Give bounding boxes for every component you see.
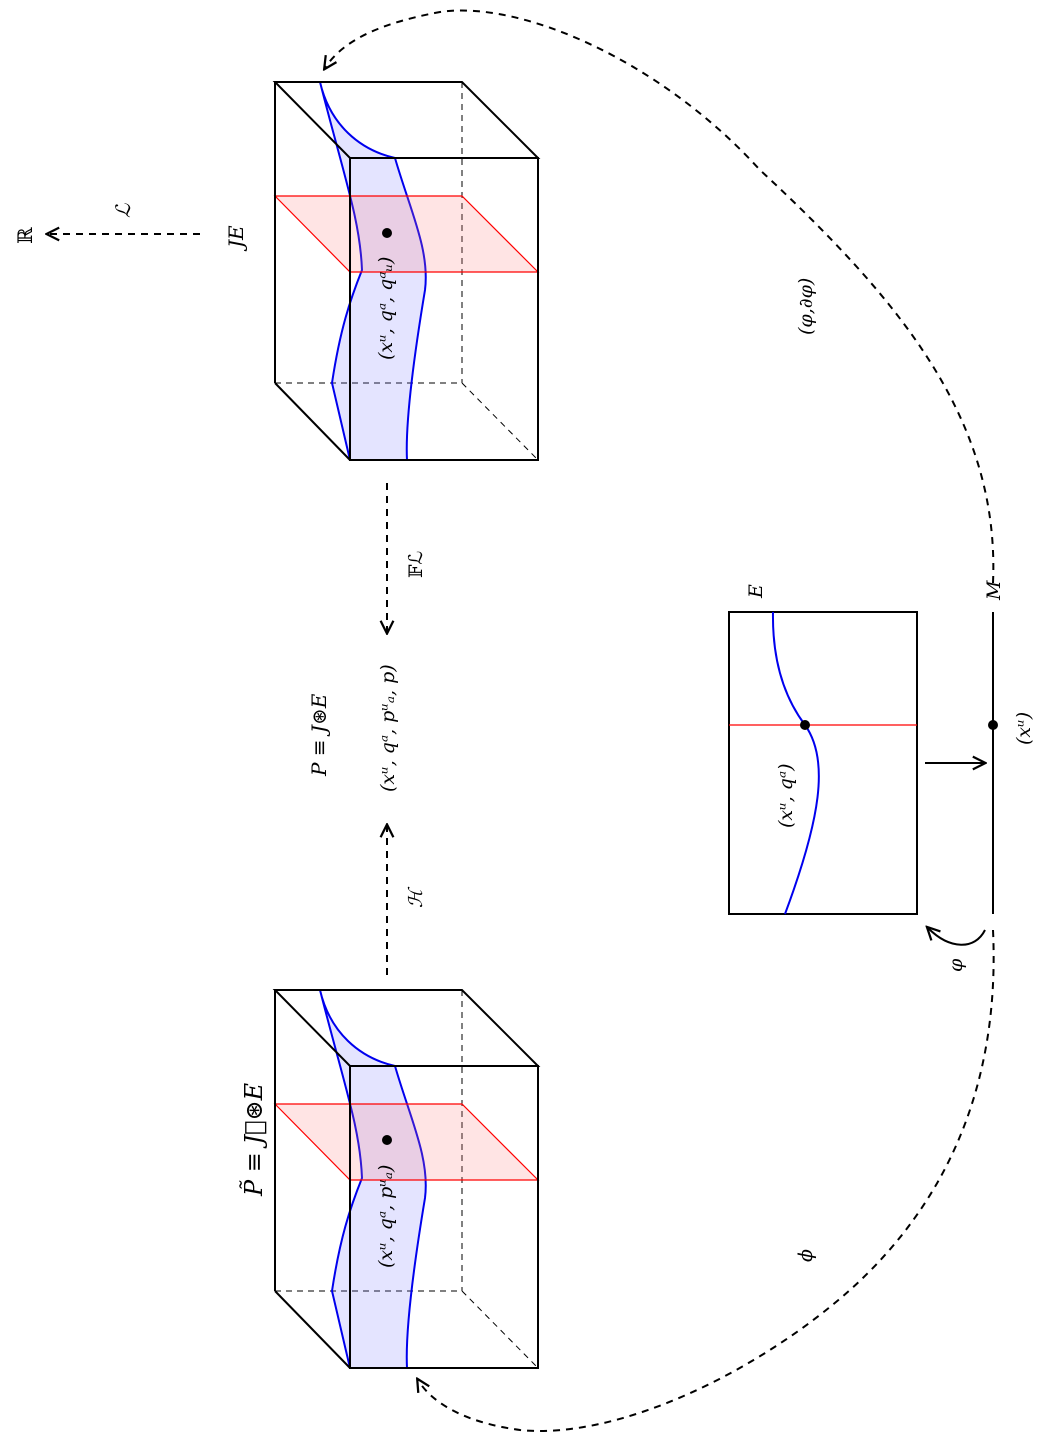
je-coords-label: (xᵘ, qᵃ, qᵃᵤ) bbox=[375, 257, 397, 360]
ptilde-point bbox=[382, 1135, 392, 1145]
e-bundle: (xᵘ, qᵃ) bbox=[728, 611, 918, 915]
section-arrow bbox=[928, 928, 986, 946]
ptilde-fiber-plane bbox=[273, 1103, 540, 1181]
p-coords-label: (xᵘ, qᵃ, pᵘₐ, p) bbox=[377, 664, 399, 792]
m-coords-label: (xᵘ) bbox=[1013, 712, 1035, 745]
legendre-label: 𝔽ℒ bbox=[405, 551, 427, 578]
lagrangian-label: ℒ bbox=[111, 203, 135, 218]
ptilde-cube: (xᵘ, qᵃ, pᵘₐ) bbox=[272, 989, 541, 1369]
e-label: E bbox=[745, 584, 767, 599]
ptilde-label: P̃ ≡ J⃗⊛E bbox=[240, 1082, 268, 1197]
reals-label: ℝ bbox=[13, 227, 37, 244]
e-point bbox=[800, 720, 810, 730]
ptilde-coords-label: (xᵘ, qᵃ, pᵘₐ) bbox=[375, 1165, 397, 1268]
je-cube: (xᵘ, qᵃ, qᵃᵤ) bbox=[272, 81, 541, 461]
varphi-label: φ bbox=[945, 958, 967, 972]
e-coords-label: (xᵘ, qᵃ) bbox=[775, 764, 797, 829]
je-label: JE bbox=[224, 225, 248, 252]
je-fiber-plane bbox=[273, 195, 540, 273]
je-point bbox=[382, 228, 392, 238]
prolongation-arrow bbox=[325, 9, 995, 584]
prolongation-label: (φ,∂φ) bbox=[795, 278, 817, 335]
phi-arrow bbox=[418, 929, 995, 1432]
phi-label: ϕ bbox=[795, 1249, 817, 1262]
hamiltonian-label: ℋ bbox=[405, 886, 427, 908]
m-label: M bbox=[983, 580, 1005, 601]
p-label: P ≡ J⊛E bbox=[307, 693, 331, 777]
m-point bbox=[988, 720, 998, 730]
